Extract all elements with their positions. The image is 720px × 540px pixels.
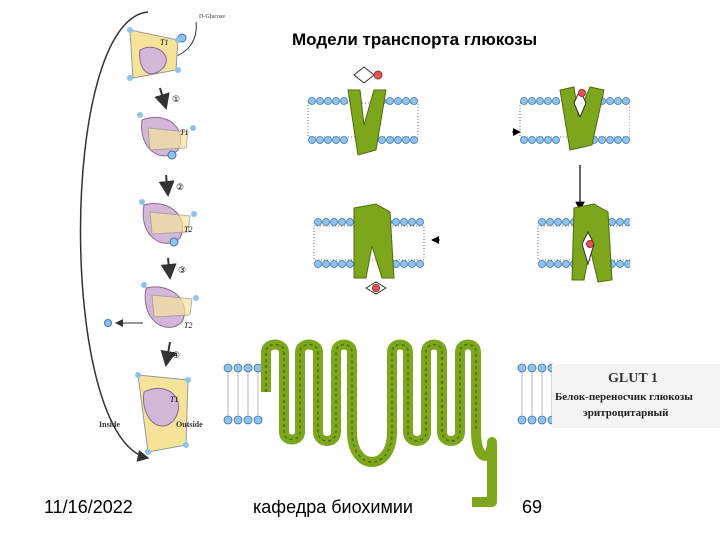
- state-label: T1: [180, 128, 188, 137]
- footer-page-number: 69: [522, 497, 543, 517]
- step-label: ③: [178, 266, 186, 276]
- state-label: T1: [170, 395, 178, 404]
- step-label: ①: [172, 95, 180, 105]
- slide-title: Модели транспорта глюкозы: [292, 30, 538, 49]
- model-with-substrate: [519, 86, 630, 151]
- glut1-description-2: эритроцитарный: [583, 407, 669, 419]
- model-open-inside: [313, 203, 425, 295]
- glut1-label-box: [552, 364, 720, 428]
- glut1-name: GLUT 1: [608, 371, 658, 386]
- state-label: T1: [160, 38, 168, 47]
- transport-models-diagram: [307, 66, 630, 295]
- footer-department: кафедра биохимии: [253, 497, 413, 517]
- outside-label: Outside: [176, 420, 203, 429]
- glucose-label: D-Glucose: [199, 14, 225, 20]
- glut1-topology-diagram: [222, 339, 558, 507]
- transport-cycle-illustration: ① ② ③ ④ T1 T1 T2 T2 T1: [79, 11, 199, 462]
- step-label: ②: [176, 183, 184, 193]
- model-substrate-release: [537, 203, 630, 283]
- glut1-description: Белок-переносчик глюкозы: [555, 391, 693, 403]
- stage-4: [141, 282, 199, 328]
- footer-date: 11/16/2022: [44, 497, 133, 517]
- stage-2: [137, 112, 196, 160]
- inside-label: Inside: [99, 420, 120, 429]
- step-label: ④: [172, 351, 180, 361]
- state-label: T2: [184, 321, 192, 330]
- stage-3: [139, 199, 197, 247]
- model-open-outside: [307, 66, 419, 156]
- stage-1: [127, 27, 181, 81]
- stage-5: [135, 372, 191, 455]
- cycle-arrow: [79, 11, 150, 462]
- lipid-tails: [227, 372, 553, 416]
- state-label: T2: [184, 225, 192, 234]
